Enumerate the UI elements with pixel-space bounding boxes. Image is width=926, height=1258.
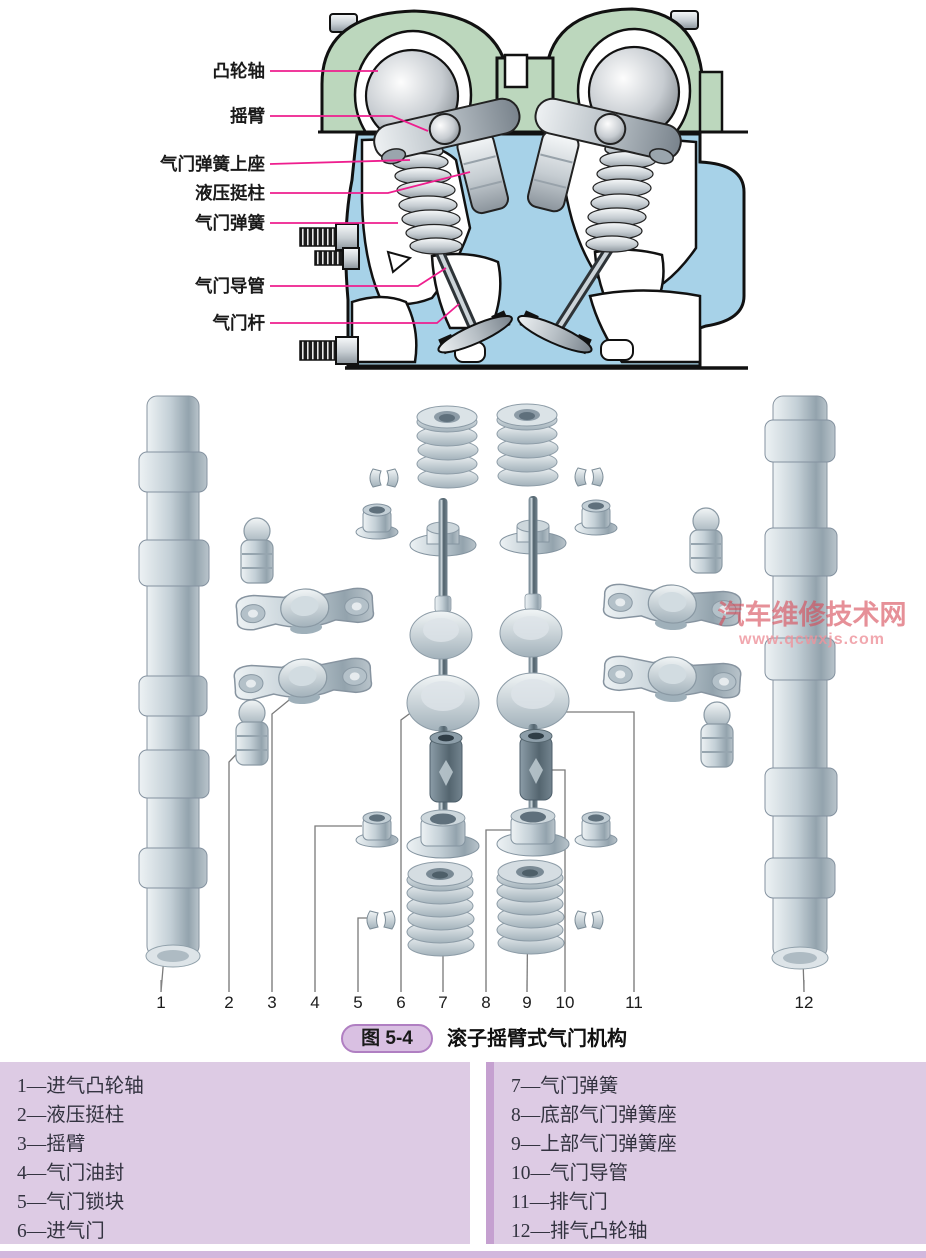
valve-guide-part	[429, 731, 463, 803]
valve-spring-part	[406, 861, 475, 957]
legend-item: 6—进气门	[17, 1221, 105, 1242]
part-number: 12	[795, 993, 814, 1012]
valve-oil-seal-part	[574, 811, 618, 848]
part-number: 10	[556, 993, 575, 1012]
label-valve-stem: 气门杆	[212, 313, 266, 333]
figure-number-badge: 图 5-4	[341, 1024, 433, 1053]
label-valve-spring: 气门弹簧	[194, 213, 265, 233]
hydraulic-lifter-part	[235, 699, 269, 766]
legend-item: 10—气门导管	[511, 1163, 629, 1184]
part-number: 4	[310, 993, 319, 1012]
valve-oil-seal-part	[574, 499, 618, 536]
legend-item: 1—进气凸轮轴	[17, 1076, 144, 1097]
number-ticks	[160, 980, 805, 992]
part-number: 6	[396, 993, 405, 1012]
label-rocker-arm: 摇臂	[230, 106, 265, 126]
legend-item: 11—排气门	[511, 1192, 608, 1213]
upper-spring-seat-part	[496, 859, 565, 955]
valve-oil-seal-part	[355, 503, 399, 540]
part-number: 7	[438, 993, 447, 1012]
legend-right-column: 7—气门弹簧 8—底部气门弹簧座 9—上部气门弹簧座 10—气门导管 11—排气…	[494, 1062, 926, 1244]
part-number: 9	[522, 993, 531, 1012]
legend-item: 9—上部气门弹簧座	[511, 1134, 677, 1155]
page-bottom-bar	[0, 1251, 926, 1258]
lower-spring-seat-part	[496, 807, 570, 857]
legend-left-column: 1—进气凸轮轴 2—液压挺柱 3—摇臂 4—气门油封 5—气门锁块 6—进气门	[0, 1062, 470, 1244]
hydraulic-lifter-part	[700, 701, 734, 768]
valve-keeper-part	[366, 910, 396, 930]
lower-spring-seat-part	[406, 809, 480, 859]
valve-keeper-part	[369, 468, 399, 488]
valve-spring-part	[496, 403, 559, 487]
hydraulic-lifter-part	[240, 517, 274, 584]
cylinder-head-cross-section-diagram: 凸轮轴 摇臂 气门弹簧上座 液压挺柱 气门弹簧 气门导管 气门杆	[159, 7, 748, 370]
valve-assembly-right	[517, 140, 657, 355]
rocker-arm-part	[601, 579, 743, 636]
valve-keeper-part	[574, 910, 604, 930]
legend-item: 7—气门弹簧	[511, 1076, 619, 1097]
valve-train-exploded-view: 1 2 3 4 5 6 7 8 9 10 11 12	[138, 395, 838, 1012]
valve-oil-seal-part	[355, 811, 399, 848]
legend-item: 3—摇臂	[17, 1134, 86, 1155]
figure-caption-title: 滚子摇臂式气门机构	[447, 1028, 627, 1050]
exhaust-camshaft	[764, 395, 838, 970]
part-number: 5	[353, 993, 362, 1012]
part-number: 2	[224, 993, 233, 1012]
head-studs	[299, 223, 360, 365]
legend-accent-strip	[486, 1062, 494, 1244]
hydraulic-lifter-part	[689, 507, 723, 574]
valve-spring-part	[416, 405, 479, 489]
rocker-arm-part	[601, 651, 743, 708]
legend-item: 2—液压挺柱	[17, 1105, 125, 1126]
hydraulic-lifter-left	[456, 131, 509, 215]
rocker-arm-right	[534, 97, 682, 165]
valve-keeper-part	[574, 467, 604, 487]
label-spring-upper-seat: 气门弹簧上座	[159, 154, 265, 174]
part-number: 11	[625, 993, 643, 1012]
legend-item: 12—排气凸轮轴	[511, 1221, 648, 1242]
legend-item: 4—气门油封	[17, 1163, 125, 1184]
part-number: 8	[481, 993, 490, 1012]
label-camshaft: 凸轮轴	[213, 61, 266, 81]
label-hydraulic-lifter: 液压挺柱	[195, 183, 265, 203]
intake-camshaft	[138, 395, 210, 968]
valve-guide-part	[519, 729, 553, 801]
legend-item: 8—底部气门弹簧座	[511, 1105, 677, 1126]
part-number: 3	[267, 993, 276, 1012]
rocker-arm-part	[234, 583, 376, 640]
label-valve-guide: 气门导管	[194, 276, 265, 296]
label-leader-lines	[269, 70, 471, 324]
part-number: 1	[156, 993, 165, 1012]
legend-item: 5—气门锁块	[17, 1192, 125, 1213]
